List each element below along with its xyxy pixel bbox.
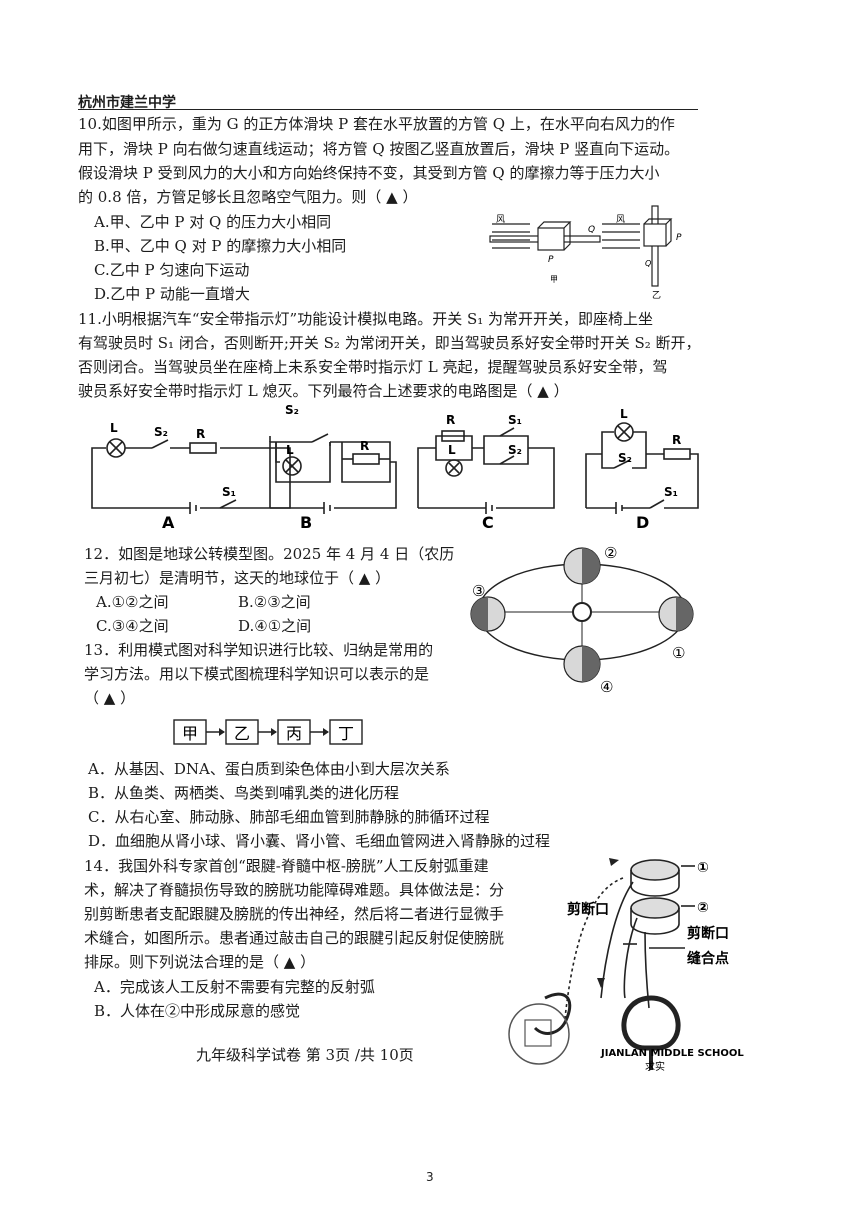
circuit-c bbox=[417, 427, 555, 514]
q12-option-d: D.④①之间 bbox=[238, 617, 312, 635]
circuit-label-b: B bbox=[300, 513, 312, 532]
orbit-pos-2: ② bbox=[604, 544, 617, 562]
q10-line-3: 假设滑块 P 受到风力的大小和方向始终保持不变，其受到方管 Q 的摩擦力等于压力… bbox=[78, 164, 660, 182]
q12-orbit-figure: ② ③ ① ④ bbox=[470, 544, 694, 696]
flow-box-4: 丁 bbox=[338, 724, 354, 743]
q13-flow-diagram: 甲 乙 丙 丁 bbox=[173, 719, 363, 745]
q10-line-2: 用下，滑块 P 向右做匀速直线运动；将方管 Q 按图乙竖直放置后，滑块 P 竖直… bbox=[78, 140, 680, 158]
q13-line-2: 学习方法。用以下模式图梳理科学知识可以表示的是 bbox=[84, 665, 430, 683]
q13-line-3: （ ▲ ） bbox=[84, 689, 136, 707]
q13-line-1: 13．利用模式图对科学知识进行比较、归纳是常用的 bbox=[84, 641, 434, 659]
circuit-b bbox=[269, 433, 397, 514]
q10-figure: 风 Q P 甲 风 P Q 乙 bbox=[489, 205, 682, 300]
reflex-suture: 缝合点 bbox=[687, 950, 729, 967]
q-label-2: Q bbox=[645, 259, 651, 268]
circuit-label-d: D bbox=[636, 513, 649, 532]
reflex-label-1: ① bbox=[697, 860, 709, 876]
reflex-cut-right: 剪断口 bbox=[687, 925, 729, 942]
c-s1: S₁ bbox=[508, 413, 522, 427]
c-r: R bbox=[446, 413, 455, 427]
q10-option-c: C.乙中 P 匀速向下运动 bbox=[94, 261, 250, 279]
q12-option-a: A.①②之间 bbox=[96, 593, 169, 611]
b-r: R bbox=[360, 439, 369, 453]
q14-line-5: 排尿。则下列说法合理的是（ ▲ ） bbox=[84, 953, 316, 971]
watermark-motto: 求实 bbox=[645, 1060, 665, 1073]
flow-box-1: 甲 bbox=[182, 724, 198, 743]
circuit-label-a: A bbox=[162, 513, 175, 532]
c-s2: S₂ bbox=[508, 443, 522, 457]
q11-circuits: L S₂ R S₁ S₂ L R R L S₁ S₂ L S₂ R S₁ A B… bbox=[91, 403, 699, 532]
page-footer: 九年级科学试卷 第 3页 /共 10页 bbox=[196, 1046, 414, 1064]
q10-line-4: 的 0.8 倍，方管足够长且忽略空气阻力。则（ ▲ ） bbox=[78, 188, 418, 206]
b-l: L bbox=[286, 443, 294, 457]
q-label-1: Q bbox=[588, 225, 595, 235]
orbit-pos-4: ④ bbox=[600, 678, 613, 696]
q12-option-b: B.②③之间 bbox=[238, 593, 311, 611]
p-label-1: P bbox=[548, 255, 554, 265]
a-s1: S₁ bbox=[222, 485, 236, 499]
header-rule bbox=[78, 109, 698, 110]
q12-line-1: 12．如图是地球公转模型图。2025 年 4 月 4 日（农历 bbox=[84, 545, 455, 563]
q10-line-1: 10.如图甲所示，重为 G 的正方体滑块 P 套在水平放置的方管 Q 上，在水平… bbox=[78, 115, 675, 133]
wind-label-2: 风 bbox=[616, 214, 625, 225]
q12-line-2: 三月初七）是清明节，这天的地球位于（ ▲ ） bbox=[84, 569, 391, 587]
q14-line-4: 术缝合，如图所示。患者通过敲击自己的跟腱引起反射促使膀胱 bbox=[84, 929, 505, 947]
q14-line-3: 别剪断患者支配跟腱及膀胱的传出神经，然后将二者进行显微手 bbox=[84, 905, 505, 923]
a-s2: S₂ bbox=[154, 425, 168, 439]
reflex-label-2: ② bbox=[697, 900, 709, 916]
flow-box-2: 乙 bbox=[234, 724, 250, 743]
q10-option-a: A.甲、乙中 P 对 Q 的压力大小相同 bbox=[94, 213, 332, 231]
q10-option-b: B.甲、乙中 Q 对 P 的摩擦力大小相同 bbox=[94, 237, 347, 255]
q13-option-b: B．从鱼类、两栖类、鸟类到哺乳类的进化历程 bbox=[88, 784, 400, 802]
q14-reflex-figure: ① ② 剪断口 剪断口 缝合点 JIANLAN MIDDLE SCHOOL 求实 bbox=[508, 858, 744, 1073]
d-s1: S₁ bbox=[664, 485, 678, 499]
flow-box-3: 丙 bbox=[286, 724, 302, 743]
d-s2: S₂ bbox=[618, 451, 632, 465]
q10-option-d: D.乙中 P 动能一直增大 bbox=[94, 285, 250, 303]
circuit-a bbox=[91, 438, 291, 514]
orbit-pos-3: ③ bbox=[472, 582, 485, 600]
b-s2: S₂ bbox=[285, 403, 299, 417]
q13-option-a: A．从基因、DNA、蛋白质到染色体由小到大层次关系 bbox=[88, 760, 450, 778]
q11-line-3: 否则闭合。当驾驶员坐在座椅上未系安全带时指示灯 L 亮起，提醒驾驶员系好安全带，… bbox=[78, 358, 668, 376]
q14-line-2: 术，解决了脊髓损伤导致的膀胱功能障碍难题。具体做法是：分 bbox=[84, 881, 505, 899]
q12-option-c: C.③④之间 bbox=[96, 617, 169, 635]
fig-yi-label: 乙 bbox=[652, 290, 661, 300]
q14-option-b: B．人体在②中形成尿意的感觉 bbox=[94, 1002, 301, 1020]
a-r: R bbox=[196, 427, 205, 441]
a-l: L bbox=[110, 421, 118, 435]
orbit-pos-1: ① bbox=[672, 644, 685, 662]
watermark-school-en: JIANLAN MIDDLE SCHOOL bbox=[600, 1048, 744, 1059]
q14-line-1: 14．我国外科专家首创“跟腱-脊髓中枢-膀胱”人工反射弧重建 bbox=[84, 857, 489, 875]
q13-option-c: C．从右心室、肺动脉、肺部毛细血管到肺静脉的肺循环过程 bbox=[88, 808, 490, 826]
d-l: L bbox=[620, 407, 628, 421]
school-seal-icon bbox=[508, 1003, 570, 1065]
q11-line-1: 11.小明根据汽车“安全带指示灯”功能设计模拟电路。开关 S₁ 为常开开关，即座… bbox=[78, 310, 654, 328]
q14-option-a: A．完成该人工反射不需要有完整的反射弧 bbox=[94, 978, 375, 996]
reflex-cut-left: 剪断口 bbox=[567, 901, 609, 918]
d-r: R bbox=[672, 433, 681, 447]
page-number: 3 bbox=[426, 1170, 434, 1184]
p-label-2: P bbox=[676, 233, 682, 243]
q11-line-2: 有驾驶员时 S₁ 闭合，否则断开;开关 S₂ 为常闭开关，即当驾驶员系好安全带时… bbox=[78, 334, 701, 352]
q13-option-d: D．血细胞从肾小球、肾小囊、肾小管、毛细血管网进入肾静脉的过程 bbox=[88, 832, 551, 850]
school-name: 杭州市建兰中学 bbox=[78, 95, 176, 111]
wind-label-1: 风 bbox=[496, 214, 505, 225]
fig-jia-label: 甲 bbox=[550, 275, 558, 284]
circuit-d bbox=[585, 422, 699, 514]
c-l: L bbox=[448, 443, 456, 457]
circuit-label-c: C bbox=[482, 513, 494, 532]
q11-line-4: 驶员系好安全带时指示灯 L 熄灭。下列最符合上述要求的电路图是（ ▲ ） bbox=[78, 382, 569, 400]
